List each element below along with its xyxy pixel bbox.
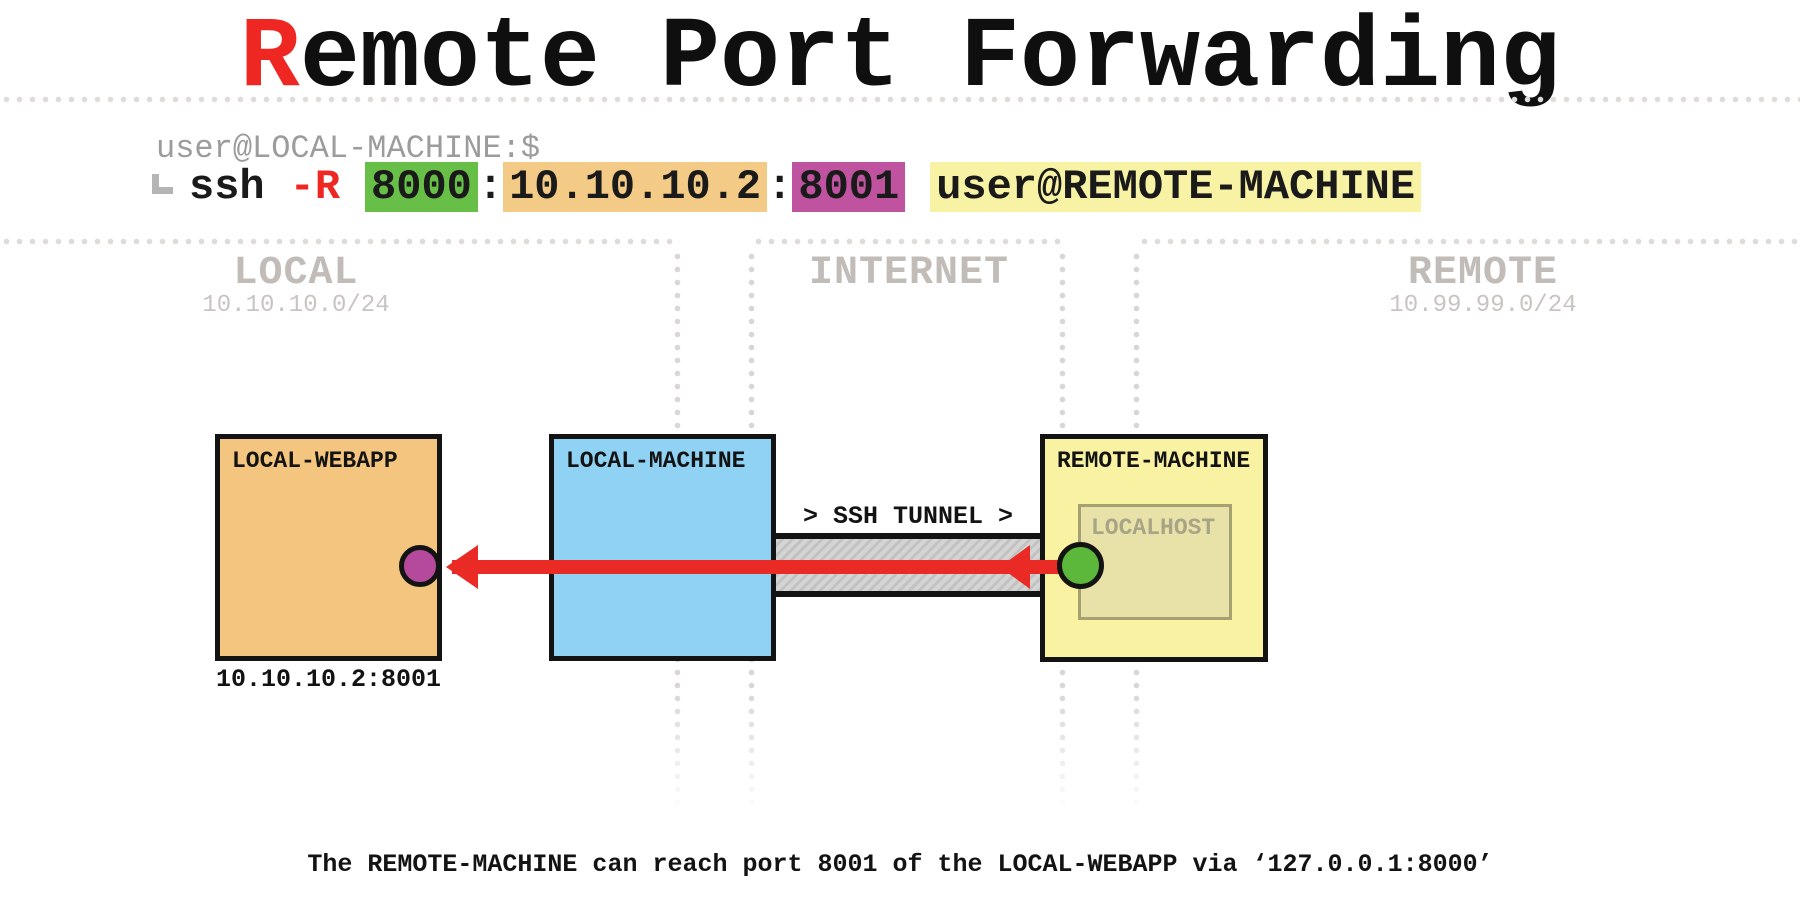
arrowhead-at-tunnel-icon <box>1000 545 1030 589</box>
command-line: ssh -R 8000 : 10.10.10.2 : 8001 user@REM… <box>150 162 1422 212</box>
zone-remote-label: REMOTE <box>1407 251 1559 296</box>
port-endpoint-localhost-icon <box>1057 542 1104 589</box>
ssh-tunnel-label: > SSH TUNNEL > <box>802 502 1014 531</box>
zone-local-subnet: 10.10.10.0/24 <box>202 292 390 319</box>
diagram-caption: The REMOTE-MACHINE can reach port 8001 o… <box>307 850 1493 879</box>
zone-local-label: LOCAL <box>233 251 359 296</box>
webapp-address-label: 10.10.10.2:8001 <box>216 665 442 694</box>
command-colon-1: : <box>477 163 504 211</box>
node-local-machine: LOCAL-MACHINE <box>549 434 776 661</box>
localhost-label: LOCALHOST <box>1091 515 1216 541</box>
command-dest-port: 8001 <box>792 162 906 212</box>
title-rest-text: emote Port Forwarding <box>299 3 1561 116</box>
zone-remote-top-border <box>1138 238 1800 245</box>
return-corner-icon <box>152 174 173 194</box>
zone-local-top-border <box>0 238 680 245</box>
command-colon-2: : <box>767 163 793 211</box>
page-title: Remote Port Forwarding <box>0 6 1800 114</box>
command-program: ssh <box>189 163 265 211</box>
forward-arrow-shaft <box>452 560 1084 574</box>
node-local-webapp-label: LOCAL-WEBAPP <box>232 448 398 474</box>
zone-internet-label: INTERNET <box>808 251 1010 296</box>
zone-internet-top-border <box>752 238 1066 245</box>
command-remote-port: 8000 <box>365 162 478 212</box>
command-target-host: user@REMOTE-MACHINE <box>930 162 1422 212</box>
node-local-webapp: LOCAL-WEBAPP <box>215 434 442 661</box>
node-local-machine-label: LOCAL-MACHINE <box>566 448 746 474</box>
terminal-prompt: user@LOCAL-MACHINE:$ <box>156 130 541 167</box>
command-dest-host: 10.10.10.2 <box>503 162 768 212</box>
title-separator <box>0 96 1800 103</box>
node-remote-machine-label: REMOTE-MACHINE <box>1057 448 1251 474</box>
command-flag: -R <box>289 163 341 211</box>
arrowhead-at-webapp-icon <box>446 545 478 589</box>
title-accent-letter: R <box>239 3 300 116</box>
port-endpoint-webapp-icon <box>399 545 441 587</box>
zone-remote-subnet: 10.99.99.0/24 <box>1389 292 1577 319</box>
